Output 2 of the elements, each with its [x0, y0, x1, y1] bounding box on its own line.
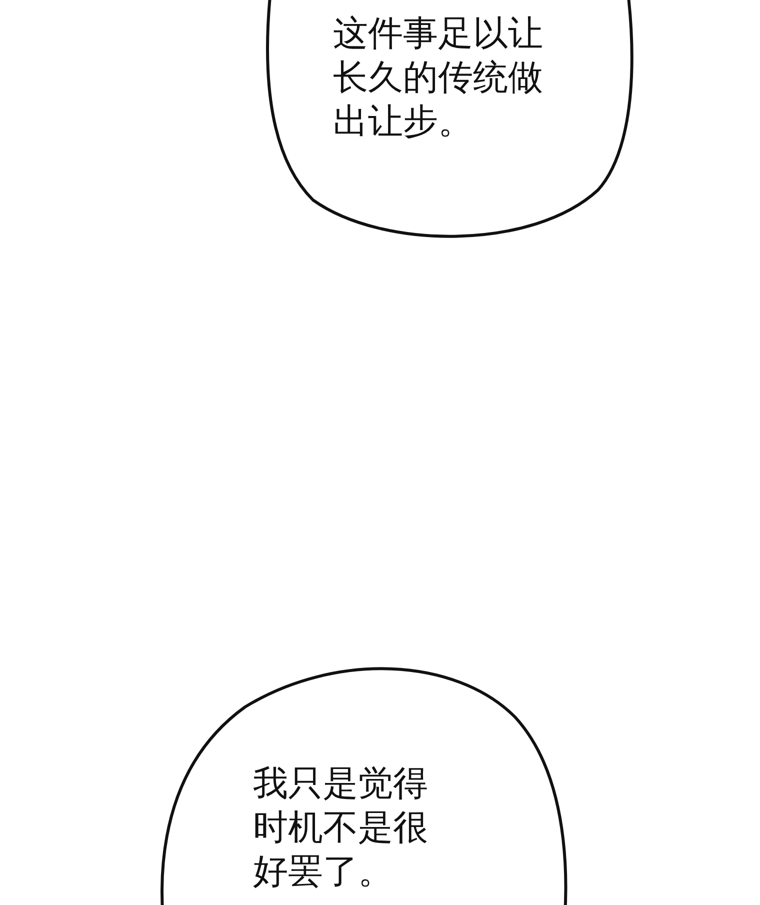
bubble-text: 我只是觉得时机不是很好罢了。: [253, 763, 429, 894]
bubble-text: 这件事足以让长久的传统做出让步。: [333, 13, 544, 144]
